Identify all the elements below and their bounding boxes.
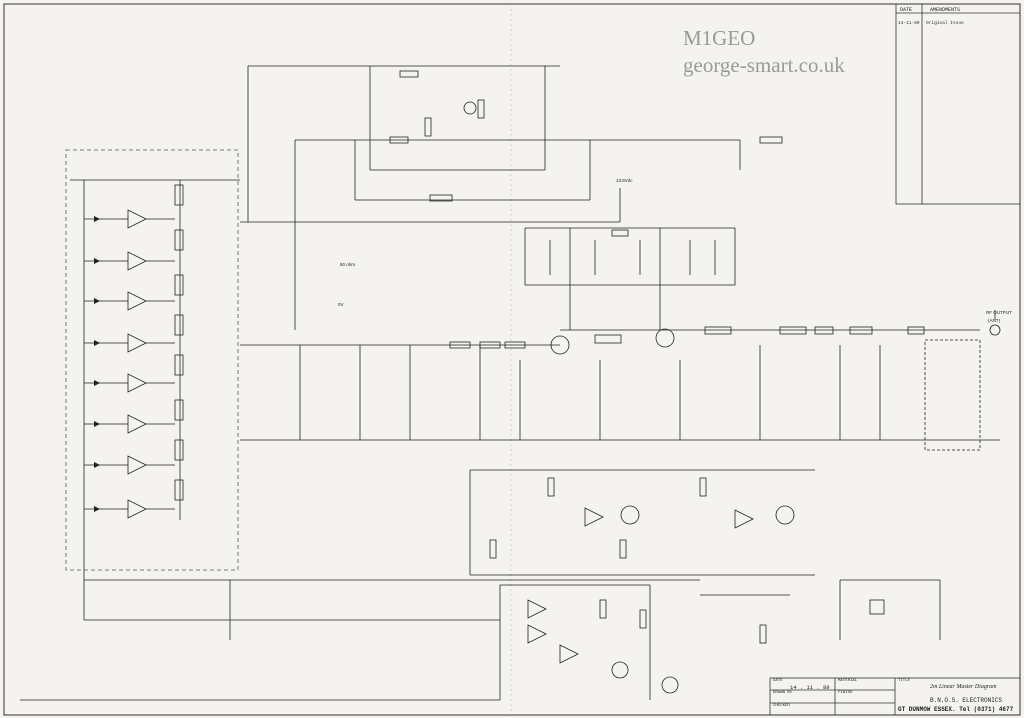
- ant-label: (ANT): [988, 318, 1000, 323]
- tb-date-value: 14 . 11 . 89: [790, 684, 830, 691]
- tb-address: GT DUNMOW ESSEX. Tel (0371) 4677: [898, 706, 1014, 713]
- amendments-row-text: Original Issue: [926, 21, 964, 26]
- tb-title-value: 2m Linear Master Diagram: [930, 684, 997, 690]
- ground-label: 0V: [338, 302, 344, 307]
- amendments-date-header: DATE: [900, 7, 913, 13]
- watermark-website: george-smart.co.uk: [683, 53, 845, 77]
- tb-drawn-label: DRAWN BY: [773, 691, 793, 695]
- top-bias-section: [247, 65, 783, 330]
- lower-control: [469, 469, 815, 576]
- tb-title-label: TITLE: [898, 679, 911, 683]
- rf-output-label: RF OUTPUT: [986, 310, 1012, 315]
- tb-company: B.N.O.S. ELECTRONICS: [930, 697, 1003, 704]
- amendments-box: [895, 3, 1021, 205]
- amendments-table: DATE AMENDMENTS 14-11-89 Original Issue: [896, 4, 1021, 204]
- tb-checked-label: CHECKED: [773, 704, 790, 708]
- supply-label: 13.8Vdc: [616, 178, 633, 183]
- amendments-row-date: 14-11-89: [898, 21, 920, 26]
- resistor-label: 50 ohm: [340, 262, 355, 267]
- sequencer: [20, 579, 941, 701]
- title-block: [769, 677, 1021, 716]
- comparator-ladder: [65, 149, 240, 620]
- amendments-header: AMENDMENTS: [930, 7, 961, 13]
- tb-finish-label: FINISH: [838, 691, 853, 695]
- rf-chain: [240, 310, 1001, 451]
- watermark-callsign: M1GEO: [683, 26, 756, 50]
- tb-material-label: MATERIAL: [838, 679, 858, 683]
- tb-date-label: DATE: [773, 679, 783, 683]
- supply-filter: [240, 188, 736, 330]
